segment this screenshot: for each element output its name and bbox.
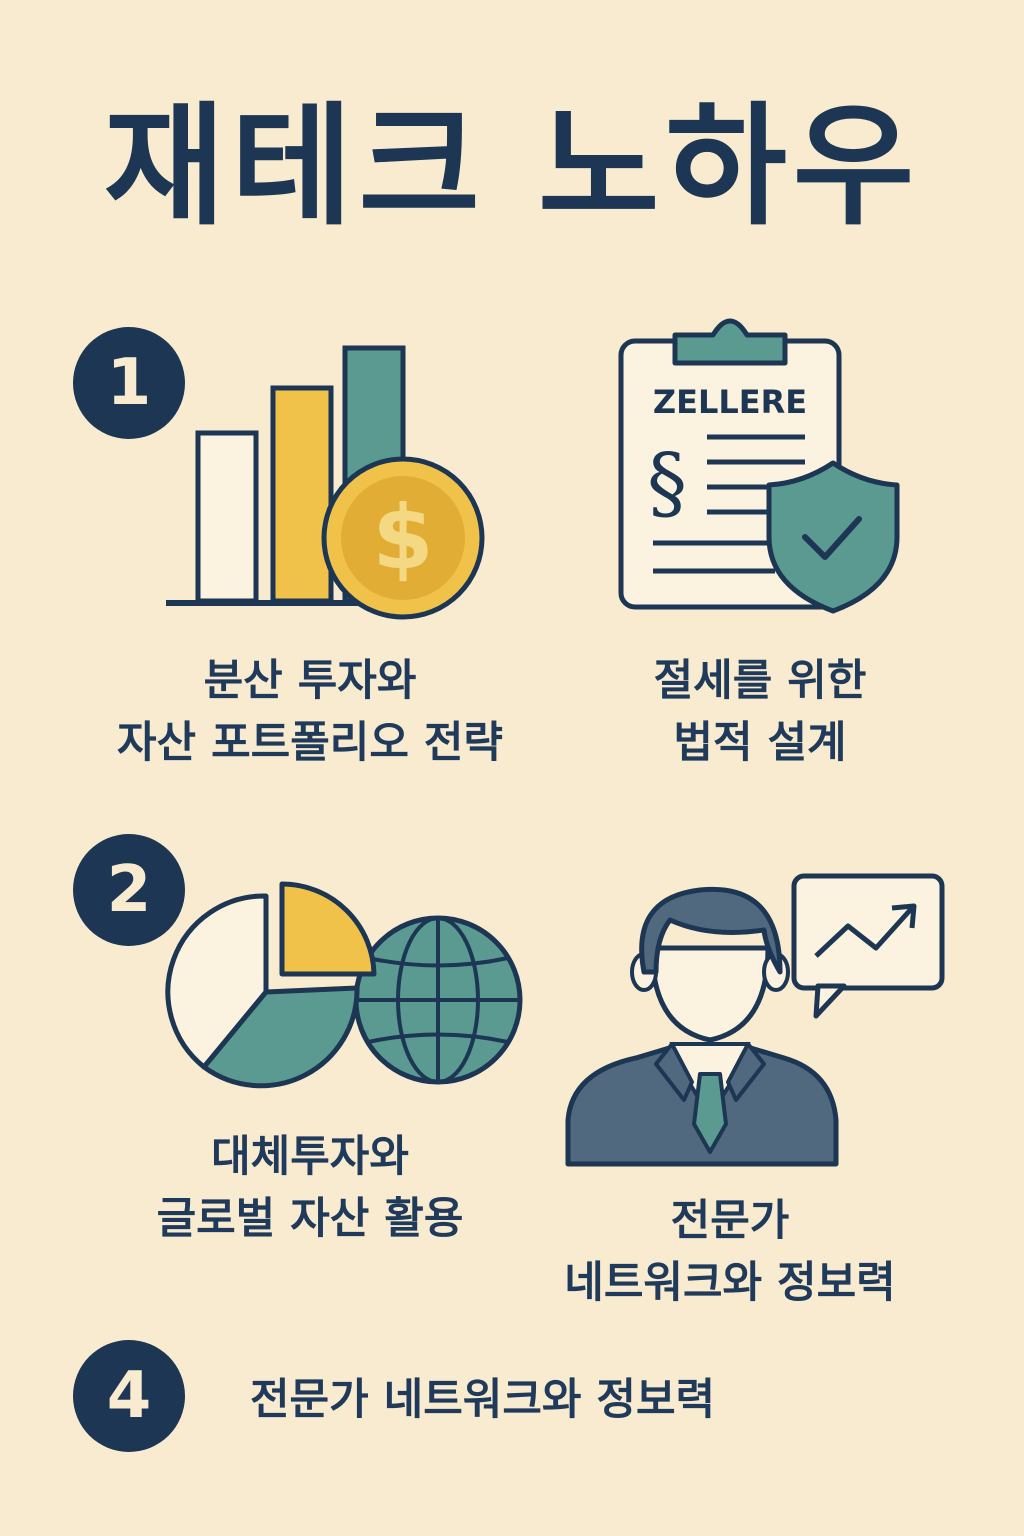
bar-chart-coin-icon: $ bbox=[166, 345, 485, 620]
pie-chart-globe-icon bbox=[165, 881, 523, 1089]
page-title: 재테크 노하우 bbox=[103, 90, 921, 244]
item-3-caption: 대체투자와 글로벌 자산 활용 bbox=[60, 1126, 560, 1250]
document-label: ZELLERE bbox=[653, 383, 807, 421]
step-number-4: 4 bbox=[73, 1340, 185, 1452]
svg-text:§: § bbox=[647, 436, 687, 529]
item-3-caption-line2: 글로벌 자산 활용 bbox=[156, 1194, 464, 1244]
legal-document-shield-icon: ZELLERE § bbox=[618, 318, 900, 614]
item-2-caption: 절세를 위한 법적 설계 bbox=[560, 650, 960, 774]
item-1-caption-line2: 자산 포트폴리오 전략 bbox=[117, 718, 503, 768]
item-1-caption-line1: 분산 투자와 bbox=[203, 656, 417, 706]
svg-text:$: $ bbox=[372, 486, 433, 589]
item-4-caption: 전문가 네트워크와 정보력 bbox=[520, 1190, 940, 1314]
item-4-caption-line2: 네트워크와 정보력 bbox=[564, 1258, 896, 1308]
step-number-2: 2 bbox=[73, 834, 185, 946]
item-3-caption-line1: 대체투자와 bbox=[211, 1132, 409, 1182]
item-2-caption-line1: 절세를 위한 bbox=[653, 656, 867, 706]
bottom-item-text: 전문가 네트워크와 정보력 bbox=[250, 1375, 716, 1425]
item-2-caption-line2: 법적 설계 bbox=[673, 718, 847, 768]
advisor-growth-chat-icon bbox=[565, 873, 945, 1167]
item-4-caption-line1: 전문가 bbox=[670, 1196, 790, 1246]
item-1-caption: 분산 투자와 자산 포트폴리오 전략 bbox=[40, 650, 580, 774]
step-number-1: 1 bbox=[73, 327, 185, 439]
